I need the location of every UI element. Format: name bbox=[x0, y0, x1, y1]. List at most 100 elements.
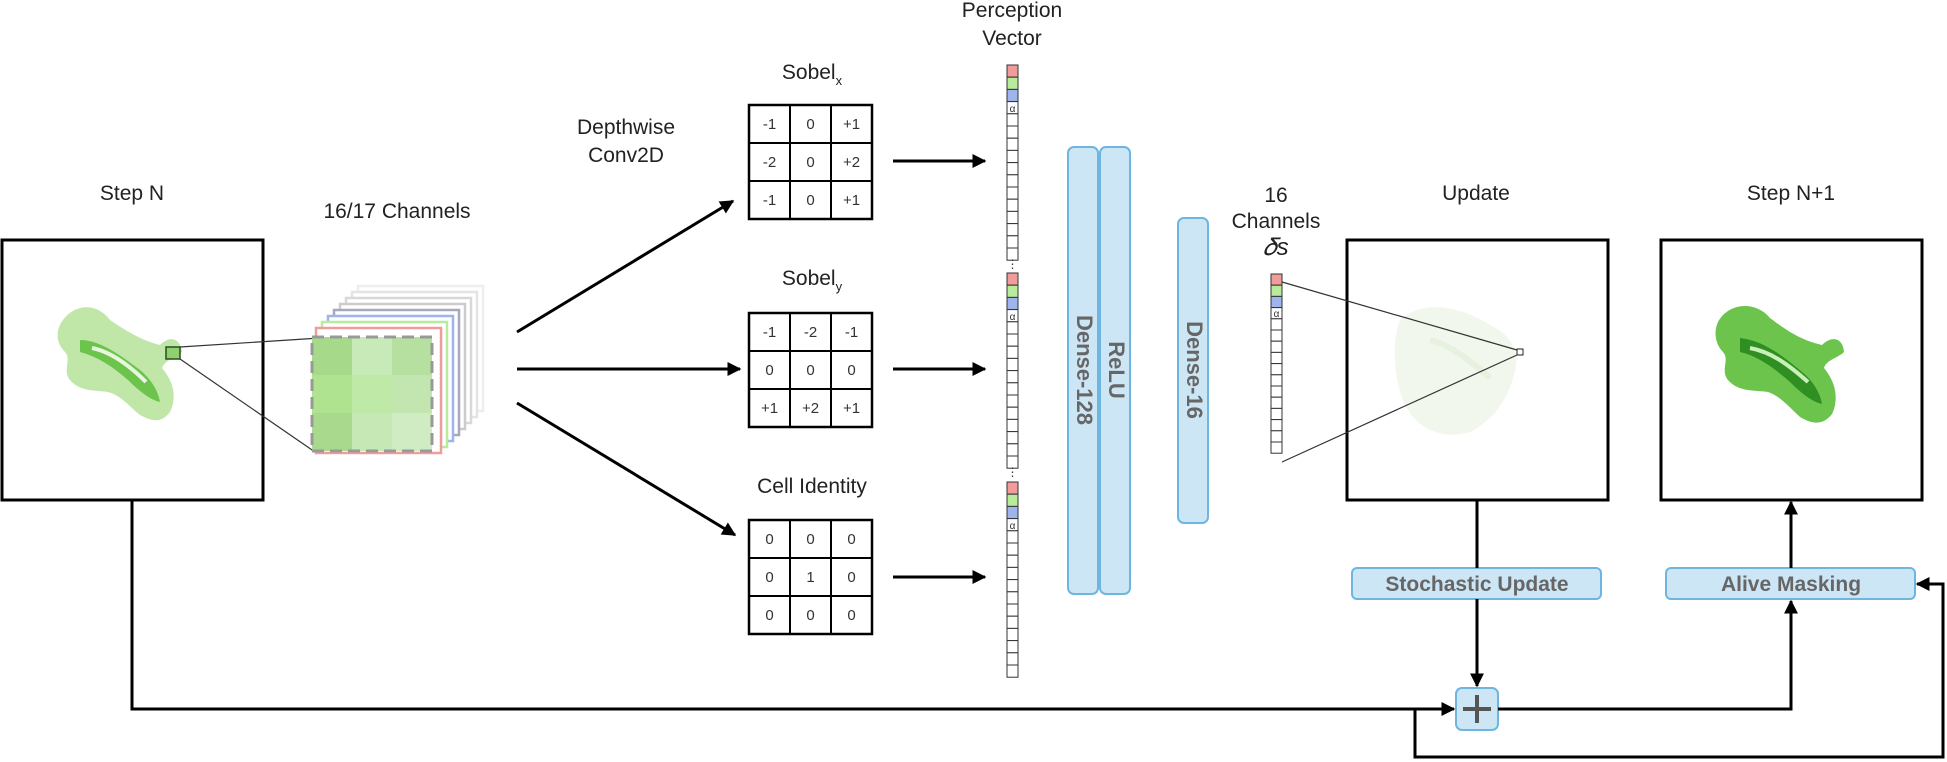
step-n1-label: Step N+1 bbox=[1747, 182, 1835, 205]
vector-cell bbox=[1006, 125, 1019, 139]
kernel-cell: -1 bbox=[763, 192, 776, 209]
update-zoom-line-bottom bbox=[1281, 354, 1518, 463]
vector-cell bbox=[1006, 382, 1019, 396]
output-vector: α bbox=[1270, 273, 1283, 454]
vector-cell bbox=[1270, 284, 1283, 297]
relu-box: ReLU bbox=[1099, 146, 1131, 595]
arrow-to-sobel-x bbox=[516, 199, 735, 334]
vector-cell bbox=[1006, 493, 1019, 507]
alpha-channel-label: α bbox=[1010, 521, 1016, 532]
vector-cell bbox=[1270, 374, 1283, 387]
arrow-to-identity bbox=[516, 401, 737, 537]
vector-cell bbox=[1270, 340, 1283, 353]
vector-cell bbox=[1006, 530, 1019, 544]
vector-cell bbox=[1006, 443, 1019, 457]
kernel-cell: 0 bbox=[765, 569, 773, 586]
lizard-image-step-n1 bbox=[1715, 306, 1844, 423]
vector-cell bbox=[1006, 627, 1019, 642]
zoom-line-bottom bbox=[179, 358, 316, 453]
vector-cell bbox=[1006, 272, 1019, 286]
step-n-label: Step N bbox=[100, 182, 164, 205]
kernel-cell: +1 bbox=[843, 192, 860, 209]
vector-cell bbox=[1006, 455, 1019, 469]
vector-cell bbox=[1270, 329, 1283, 342]
vector-cell bbox=[1006, 186, 1019, 200]
zoom-line-top bbox=[179, 337, 321, 348]
skip-connection bbox=[130, 500, 1456, 716]
lizard-image-step-n bbox=[57, 307, 182, 421]
kernel-cell: +1 bbox=[761, 400, 778, 417]
kernel-cell: 0 bbox=[806, 362, 814, 379]
vector-cell bbox=[1006, 505, 1019, 520]
channels-in-label: 16/17 Channels bbox=[323, 200, 470, 223]
vector-cell bbox=[1006, 394, 1019, 408]
kernel-cell: 0 bbox=[806, 154, 814, 171]
vector-cell bbox=[1006, 640, 1019, 654]
kernel-cell: -2 bbox=[763, 154, 776, 171]
vector-cell bbox=[1006, 357, 1019, 372]
sobel-y-label: Sobely bbox=[782, 267, 843, 294]
alive-feedback-line bbox=[1413, 577, 1945, 759]
vector-cell bbox=[1006, 223, 1019, 237]
kernel-cell: +2 bbox=[843, 154, 860, 171]
vector-cell bbox=[1270, 441, 1283, 454]
kernel-cell: -1 bbox=[845, 324, 858, 341]
cell-identity-label: Cell Identity bbox=[757, 475, 867, 498]
kernel-cell: +1 bbox=[843, 116, 860, 133]
vector-cell bbox=[1270, 385, 1283, 398]
vector-cell bbox=[1006, 198, 1019, 212]
vector-cell bbox=[1006, 235, 1019, 249]
vector-cell bbox=[1006, 566, 1019, 581]
perception-vector: α⋮α⋮α bbox=[1006, 64, 1019, 678]
add-to-alive-arrow bbox=[1498, 599, 1798, 711]
vector-cell bbox=[1006, 321, 1019, 335]
relu-label: ReLU bbox=[1104, 341, 1129, 398]
vector-cell bbox=[1270, 430, 1283, 443]
update-image bbox=[1394, 307, 1524, 435]
depthwise-label-2: Conv2D bbox=[588, 144, 664, 167]
vector-cell bbox=[1006, 615, 1019, 629]
kernel-cell: -1 bbox=[763, 116, 776, 133]
vector-cell bbox=[1006, 652, 1019, 666]
dense-128-box: Dense-128 bbox=[1067, 146, 1099, 595]
channel-stack bbox=[310, 284, 485, 455]
alive-masking-box: Alive Masking bbox=[1665, 567, 1916, 600]
kernel-cell: 0 bbox=[806, 607, 814, 624]
vector-cell bbox=[1006, 370, 1019, 384]
vector-cell bbox=[1006, 603, 1019, 617]
alive-masking-label: Alive Masking bbox=[1721, 573, 1861, 596]
vector-cell bbox=[1270, 351, 1283, 365]
stochastic-update-label: Stochastic Update bbox=[1385, 573, 1568, 596]
vector-cell bbox=[1006, 284, 1019, 298]
vector-cell bbox=[1006, 418, 1019, 433]
vector-cell bbox=[1006, 174, 1019, 188]
kernel-cell: +1 bbox=[843, 400, 860, 417]
kernel-cell: 0 bbox=[765, 362, 773, 379]
vector-cell bbox=[1006, 554, 1019, 568]
kernel-frame bbox=[747, 518, 874, 636]
kernel-cell: 0 bbox=[847, 362, 855, 379]
vector-cell bbox=[1270, 407, 1283, 421]
vector-cell bbox=[1006, 113, 1019, 127]
depthwise-label-1: Depthwise bbox=[577, 116, 675, 139]
kernel-frame bbox=[747, 311, 874, 429]
vector-cell bbox=[1006, 149, 1019, 164]
out-label-2: Channels bbox=[1232, 210, 1321, 233]
alpha-channel-label: α bbox=[1010, 104, 1016, 115]
perception-label-1: Perception bbox=[962, 0, 1062, 22]
vector-cell bbox=[1006, 406, 1019, 420]
delta-s-label: 𝛿s bbox=[1263, 234, 1288, 261]
vector-cell bbox=[1006, 333, 1019, 347]
kernel-cell: 0 bbox=[806, 531, 814, 548]
kernel-cell: 0 bbox=[806, 116, 814, 133]
vector-cell bbox=[1270, 419, 1283, 432]
vector-cell bbox=[1006, 542, 1019, 556]
vector-cell bbox=[1006, 579, 1019, 593]
update-zoom-line-top bbox=[1281, 281, 1518, 351]
vector-cell bbox=[1006, 591, 1019, 605]
vector-cell bbox=[1006, 345, 1019, 359]
